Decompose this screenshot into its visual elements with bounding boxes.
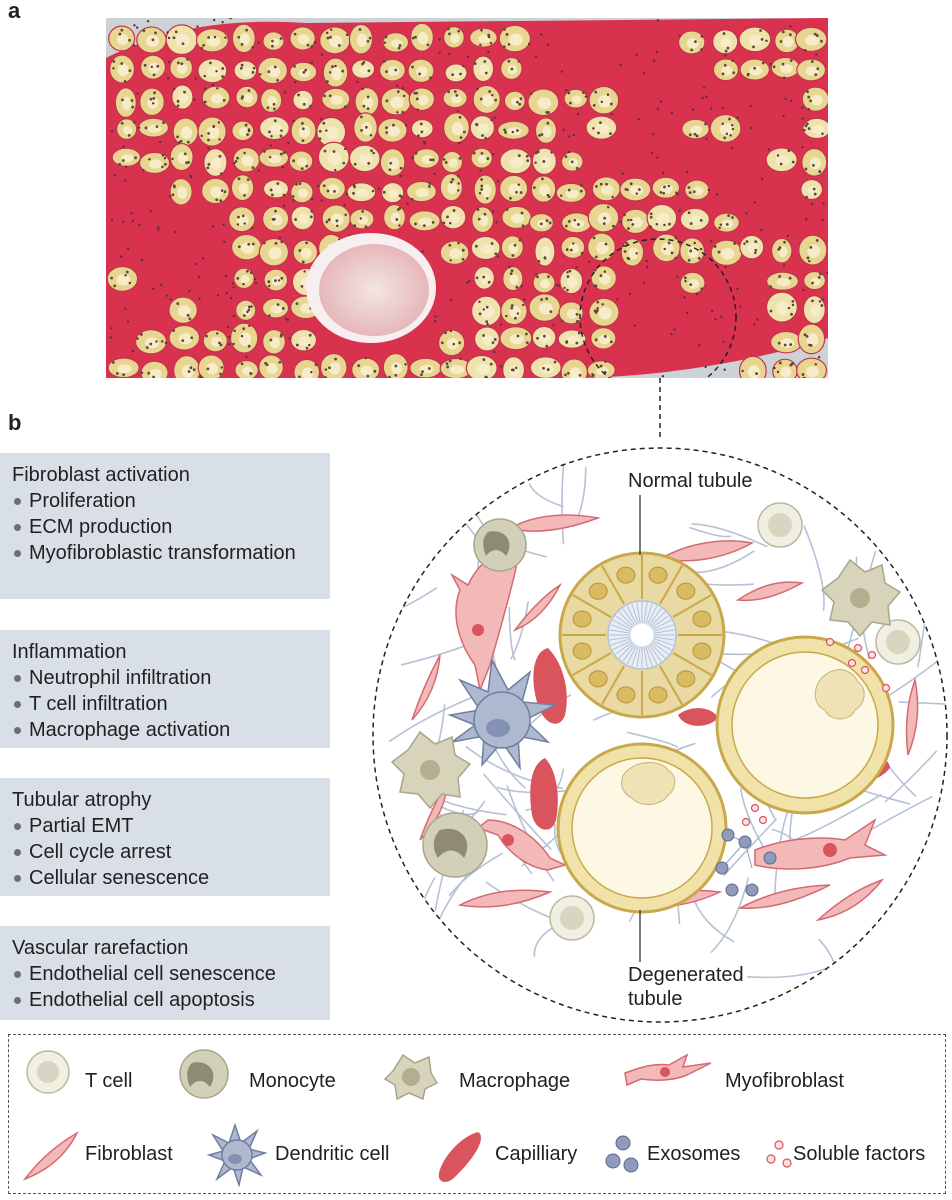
degenerated-tubule-label: Degenerated xyxy=(628,964,744,986)
monocytes xyxy=(422,518,527,878)
normal-tubule-label: Normal tubule xyxy=(628,470,753,492)
legend-exosomes: Exosomes xyxy=(647,1143,741,1165)
box-title: Vascular rarefaction xyxy=(12,937,189,959)
box-item: Cell cycle arrest xyxy=(12,839,318,865)
legend-dendritic-cell: Dendritic cell xyxy=(275,1143,390,1165)
degenerated-tubule-lower xyxy=(556,742,728,914)
monocyte-icon xyxy=(179,1049,229,1099)
fibroblast-cells xyxy=(411,514,919,922)
exosomes xyxy=(715,828,777,897)
panel-label-b: b xyxy=(8,410,22,435)
tubular-atrophy-box: Tubular atrophy Partial EMT Cell cycle a… xyxy=(0,778,330,896)
exosomes-icon xyxy=(605,1135,639,1173)
macrophages xyxy=(390,558,902,810)
box-item: T cell infiltration xyxy=(12,691,318,717)
normal-tubule xyxy=(558,551,726,719)
macrophage-icon xyxy=(383,1053,439,1101)
box-item: Partial EMT xyxy=(12,813,318,839)
t-cells xyxy=(549,502,921,941)
fibrosis-diagram xyxy=(372,447,948,1023)
box-item: Cellular senescence xyxy=(12,865,318,891)
box-title: Fibroblast activation xyxy=(12,464,190,486)
legend: T cell Monocyte Macrophage Myofibroblast… xyxy=(8,1034,946,1194)
legend-monocyte: Monocyte xyxy=(249,1070,336,1092)
box-item: Macrophage activation xyxy=(12,717,318,743)
myofibroblast-cells xyxy=(450,545,888,871)
legend-soluble-factors: Soluble factors xyxy=(793,1143,926,1165)
box-item: Neutrophil infiltration xyxy=(12,665,318,691)
dendritic-cell-icon xyxy=(206,1123,268,1187)
soluble-factors-icon xyxy=(766,1140,792,1168)
zoom-circle xyxy=(579,238,737,378)
legend-myofibroblast: Myofibroblast xyxy=(725,1070,844,1092)
capillary-vessels xyxy=(530,648,890,830)
zoom-connector xyxy=(659,378,661,438)
histology-micrograph xyxy=(106,18,828,378)
diagram-boundary xyxy=(372,447,948,1023)
fibroblast-activation-box: Fibroblast activation Proliferation ECM … xyxy=(0,453,330,599)
legend-fibroblast: Fibroblast xyxy=(85,1143,173,1165)
fibroblast-icon xyxy=(22,1131,79,1181)
degenerated-tubule-right xyxy=(715,635,895,815)
dendritic-cell xyxy=(447,657,558,771)
box-item: ECM production xyxy=(12,514,318,540)
box-item: Myofibroblastic transformation xyxy=(12,540,318,566)
legend-t-cell: T cell xyxy=(85,1070,133,1092)
box-title: Inflammation xyxy=(12,641,127,663)
capillary-icon xyxy=(438,1132,481,1182)
legend-macrophage: Macrophage xyxy=(459,1070,571,1092)
t-cell-icon xyxy=(26,1050,70,1094)
box-item: Endothelial cell apoptosis xyxy=(12,987,318,1013)
tissue-nuclei xyxy=(109,18,828,378)
inflammation-box: Inflammation Neutrophil infiltration T c… xyxy=(0,630,330,748)
legend-capillary: Capilliary xyxy=(495,1143,578,1165)
box-item: Endothelial cell senescence xyxy=(12,961,318,987)
degenerated-tubule-label-line2: tubule xyxy=(628,988,683,1010)
soluble-factors xyxy=(741,637,891,827)
vascular-rarefaction-box: Vascular rarefaction Endothelial cell se… xyxy=(0,926,330,1020)
glomerulus xyxy=(319,244,429,336)
tubule-cross-sections xyxy=(106,22,828,378)
panel-label-a: a xyxy=(8,0,21,23)
myofibroblast-icon xyxy=(624,1053,712,1087)
box-title: Tubular atrophy xyxy=(12,789,152,811)
box-item: Proliferation xyxy=(12,488,318,514)
